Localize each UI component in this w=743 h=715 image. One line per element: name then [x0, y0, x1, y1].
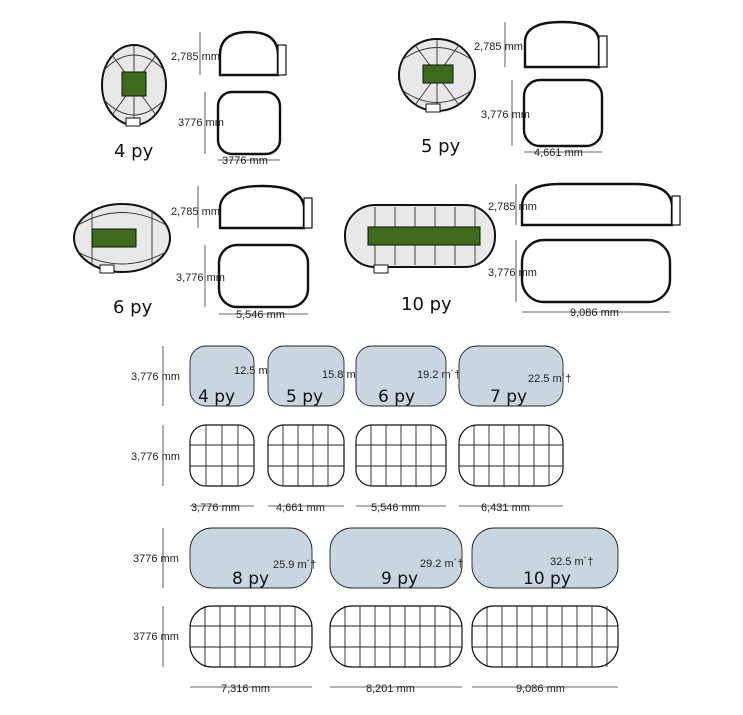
depth-dim: 3,776 mm: [176, 272, 225, 284]
floor-area: 15.8 m´†: [322, 369, 365, 381]
model-4py: 4 ру 2,785 mm 3776 mm 3776 mm: [101, 30, 287, 167]
plan-view: [216, 90, 282, 156]
floor-area: 25.9 m´†: [273, 559, 316, 571]
height-dim: 2,785 mm: [488, 201, 537, 213]
floor-label: 10 ру: [523, 569, 571, 589]
dome-3d-icon: [344, 204, 496, 274]
width-dim: 5,546 mm: [371, 502, 420, 514]
height-dim: 2,785 mm: [474, 41, 523, 53]
depth-dim: 3,776 mm: [481, 109, 530, 121]
row-height-dim: 3776 mm: [133, 553, 179, 565]
model-label: 4 ру: [114, 141, 154, 162]
depth-dim: 3776 mm: [178, 117, 224, 129]
model-5py: 5 ру 2,785 mm 3,776 mm 4,661 mm: [398, 20, 608, 159]
width-dim: 7,316 mm: [221, 683, 270, 695]
floor-label: 4 ру: [198, 387, 235, 407]
floor-area: 12.5 m´†: [234, 365, 277, 377]
width-dim: 5,546 mm: [236, 309, 285, 321]
model-6py: 6 ру 2,785 mm 3,776 mm 5,546 mm: [73, 184, 313, 321]
floor-label: 9 ру: [381, 569, 418, 589]
elevation-view: [218, 184, 313, 230]
model-label: 10 ру: [401, 294, 452, 315]
plan-view: [522, 78, 604, 148]
elevation-view: [218, 30, 287, 77]
panel-grid-row-2: 3776 mm 7,316 mm 8,201 mm 9,086 mm: [133, 605, 619, 695]
model-label: 5 ру: [421, 136, 461, 157]
depth-dim: 3,776 mm: [488, 267, 537, 279]
height-dim: 2,785 mm: [171, 51, 220, 63]
elevation-view: [523, 20, 608, 69]
dome-3d-icon: [398, 38, 476, 113]
width-dim: 9,086 mm: [570, 307, 619, 319]
plan-view: [520, 238, 672, 304]
row-height-dim: 3776 mm: [133, 631, 179, 643]
height-dim: 2,785 mm: [171, 206, 220, 218]
floor-area: 32.5 m´†: [550, 556, 593, 568]
dome-3d-icon: [73, 203, 171, 274]
row-height-dim: 3,776 mm: [131, 451, 180, 463]
floor-area: 19.2 m´†: [417, 369, 460, 381]
floor-area: 29.2 m´†: [420, 558, 463, 570]
floor-area: 22.5 m´†: [528, 373, 571, 385]
model-10py: 10 ру 2,785 mm 3,776 mm 9,086 mm: [344, 182, 681, 319]
panel-grid-row-1: 3,776 mm 3,776 mm 4,661 mm 5,546 mm 6,43…: [131, 424, 564, 514]
width-dim: 9,086 mm: [516, 683, 565, 695]
floor-area-row-2: 3776 mm 25.9 m´† 8 ру 29.2 m´† 9 ру 32.5…: [133, 527, 619, 589]
width-dim: 3776 mm: [222, 155, 268, 167]
model-label: 6 ру: [113, 297, 153, 318]
floor-area-row-1: 3,776 mm 12.5 m´† 4 ру 15.8 m´† 5 ру 19.…: [131, 345, 571, 407]
width-dim: 4,661 mm: [276, 502, 325, 514]
width-dim: 3,776 mm: [191, 502, 240, 514]
width-dim: 6,431 mm: [481, 502, 530, 514]
row-height-dim: 3,776 mm: [131, 371, 180, 383]
floor-label: 6 ру: [378, 387, 415, 407]
width-dim: 4,661 mm: [534, 147, 583, 159]
floor-label: 5 ру: [286, 387, 323, 407]
plan-view: [217, 243, 310, 309]
dome-3d-icon: [101, 44, 167, 127]
width-dim: 8,201 mm: [366, 683, 415, 695]
elevation-view: [520, 182, 681, 227]
floor-label: 8 ру: [232, 569, 269, 589]
floor-label: 7 ру: [490, 387, 527, 407]
